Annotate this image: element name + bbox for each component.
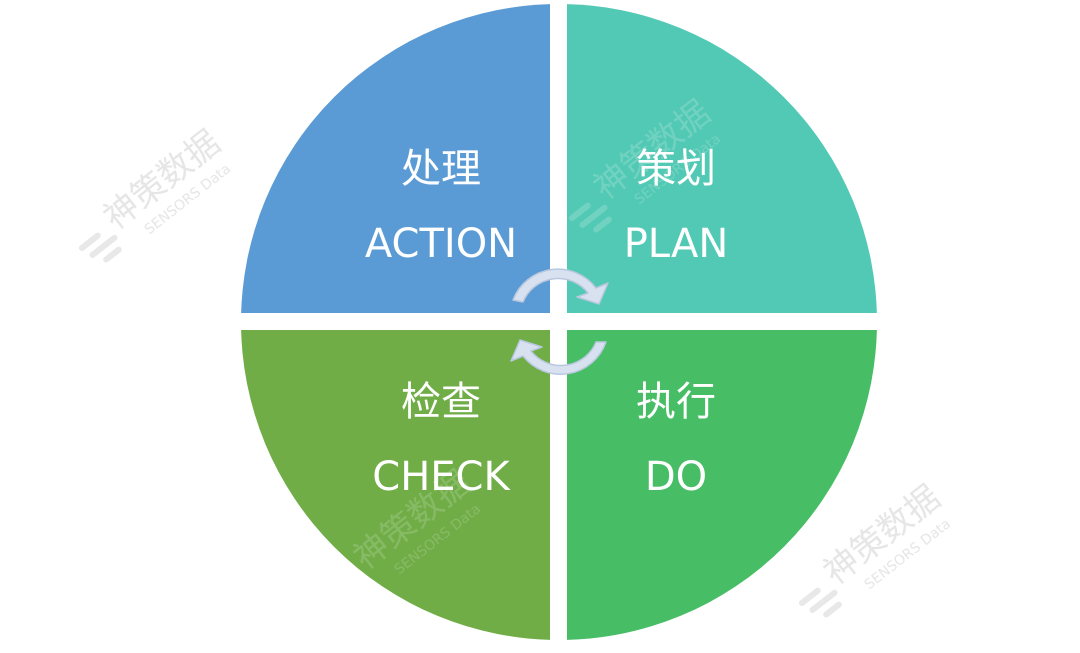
label-do-cn: 执行: [636, 379, 716, 425]
quadrant-plan: [567, 4, 877, 313]
watermark-logo-icon: [798, 587, 842, 618]
watermark-logo-icon: [568, 202, 612, 233]
cycle-arrow-bottom-icon: [510, 339, 607, 375]
cycle-arrow-top-icon: [512, 268, 609, 305]
label-action: 处理 ACTION: [365, 146, 517, 267]
watermark-logo-icon: [328, 572, 372, 603]
quadrant-action: [241, 4, 550, 313]
quadrant-check: [241, 330, 550, 640]
label-plan: 策划 PLAN: [624, 146, 729, 267]
quadrant-do: [567, 330, 877, 640]
watermark-logo-icon: [78, 232, 122, 263]
label-action-en: ACTION: [365, 221, 517, 267]
label-plan-cn: 策划: [636, 146, 716, 192]
label-check-cn: 检查: [401, 379, 481, 425]
label-action-cn: 处理: [401, 146, 481, 192]
label-do-en: DO: [645, 454, 707, 500]
label-check: 检查 CHECK: [372, 379, 511, 500]
label-check-en: CHECK: [372, 454, 511, 500]
watermark-top-left: 神策数据 SENSORS Data: [78, 123, 234, 263]
label-plan-en: PLAN: [624, 221, 729, 267]
label-do: 执行 DO: [636, 379, 716, 500]
